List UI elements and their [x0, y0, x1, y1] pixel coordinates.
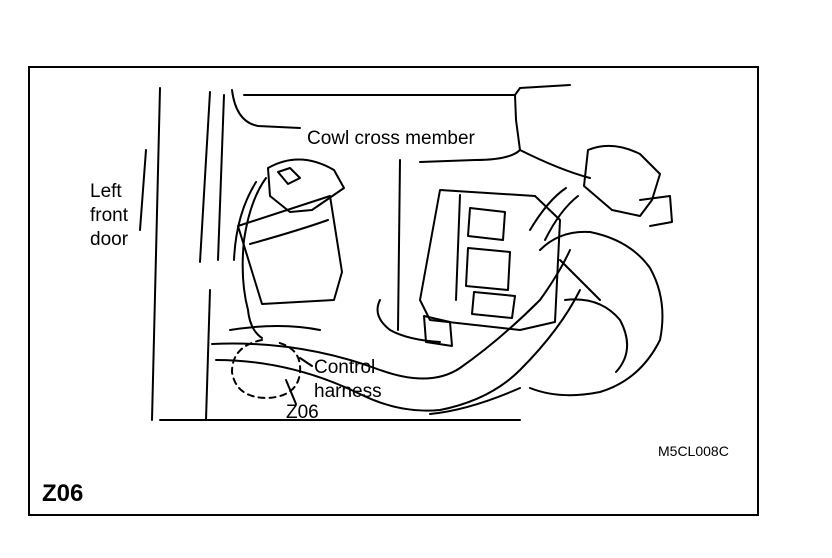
label-cowl-cross-member: Cowl cross member	[307, 128, 475, 149]
label-control-harness: Control harness	[314, 356, 382, 404]
door-pillar-line	[217, 94, 225, 261]
figure-code: M5CL008C	[658, 443, 729, 459]
cowl-panel	[243, 94, 521, 163]
connector-right	[639, 195, 673, 227]
control-unit	[419, 189, 561, 331]
control-unit	[455, 194, 506, 301]
harness-bundle	[564, 298, 628, 373]
door-pillar-line	[199, 91, 211, 263]
label-control-harness-line: harness	[314, 381, 382, 402]
bracket	[249, 219, 329, 245]
bracket	[237, 195, 343, 305]
harness-wire	[529, 187, 567, 231]
connector-right	[583, 144, 661, 217]
label-control-harness-line: Control	[314, 357, 376, 378]
control-unit	[465, 247, 511, 291]
door-line	[139, 149, 147, 231]
label-z06-callout: Z06	[286, 402, 319, 423]
cowl-panel	[519, 149, 591, 179]
control-unit	[471, 291, 516, 319]
label-left-front-door: Left front door	[90, 180, 128, 252]
cowl-panel	[231, 89, 301, 129]
label-left-front-door-line: front	[90, 205, 129, 226]
connector-left	[267, 158, 345, 213]
door-pillar-line	[205, 289, 211, 421]
connector-left-wire	[241, 177, 267, 339]
harness-bundle	[229, 325, 321, 331]
figure-tag: Z06	[42, 480, 84, 507]
harness-bundle	[211, 249, 571, 380]
door-pillar-line	[151, 87, 161, 421]
harness-wire	[544, 195, 579, 241]
diagram-frame	[28, 66, 759, 516]
label-left-front-door-line: Left	[90, 181, 122, 202]
harness-bundle	[529, 230, 664, 397]
harness-bundle	[429, 387, 521, 415]
harness-bundle	[215, 289, 581, 412]
harness-wire	[559, 259, 601, 301]
connector-left-wire	[233, 181, 257, 261]
leader-line-z06	[285, 379, 297, 405]
connector-left	[277, 167, 301, 185]
z06-callout-circle	[231, 339, 302, 399]
cowl-panel	[514, 84, 571, 96]
leader-line-control	[299, 357, 313, 367]
control-unit	[423, 315, 453, 347]
label-left-front-door-line: door	[90, 229, 129, 250]
floor-line	[397, 159, 401, 331]
harness-bundle	[376, 299, 441, 343]
